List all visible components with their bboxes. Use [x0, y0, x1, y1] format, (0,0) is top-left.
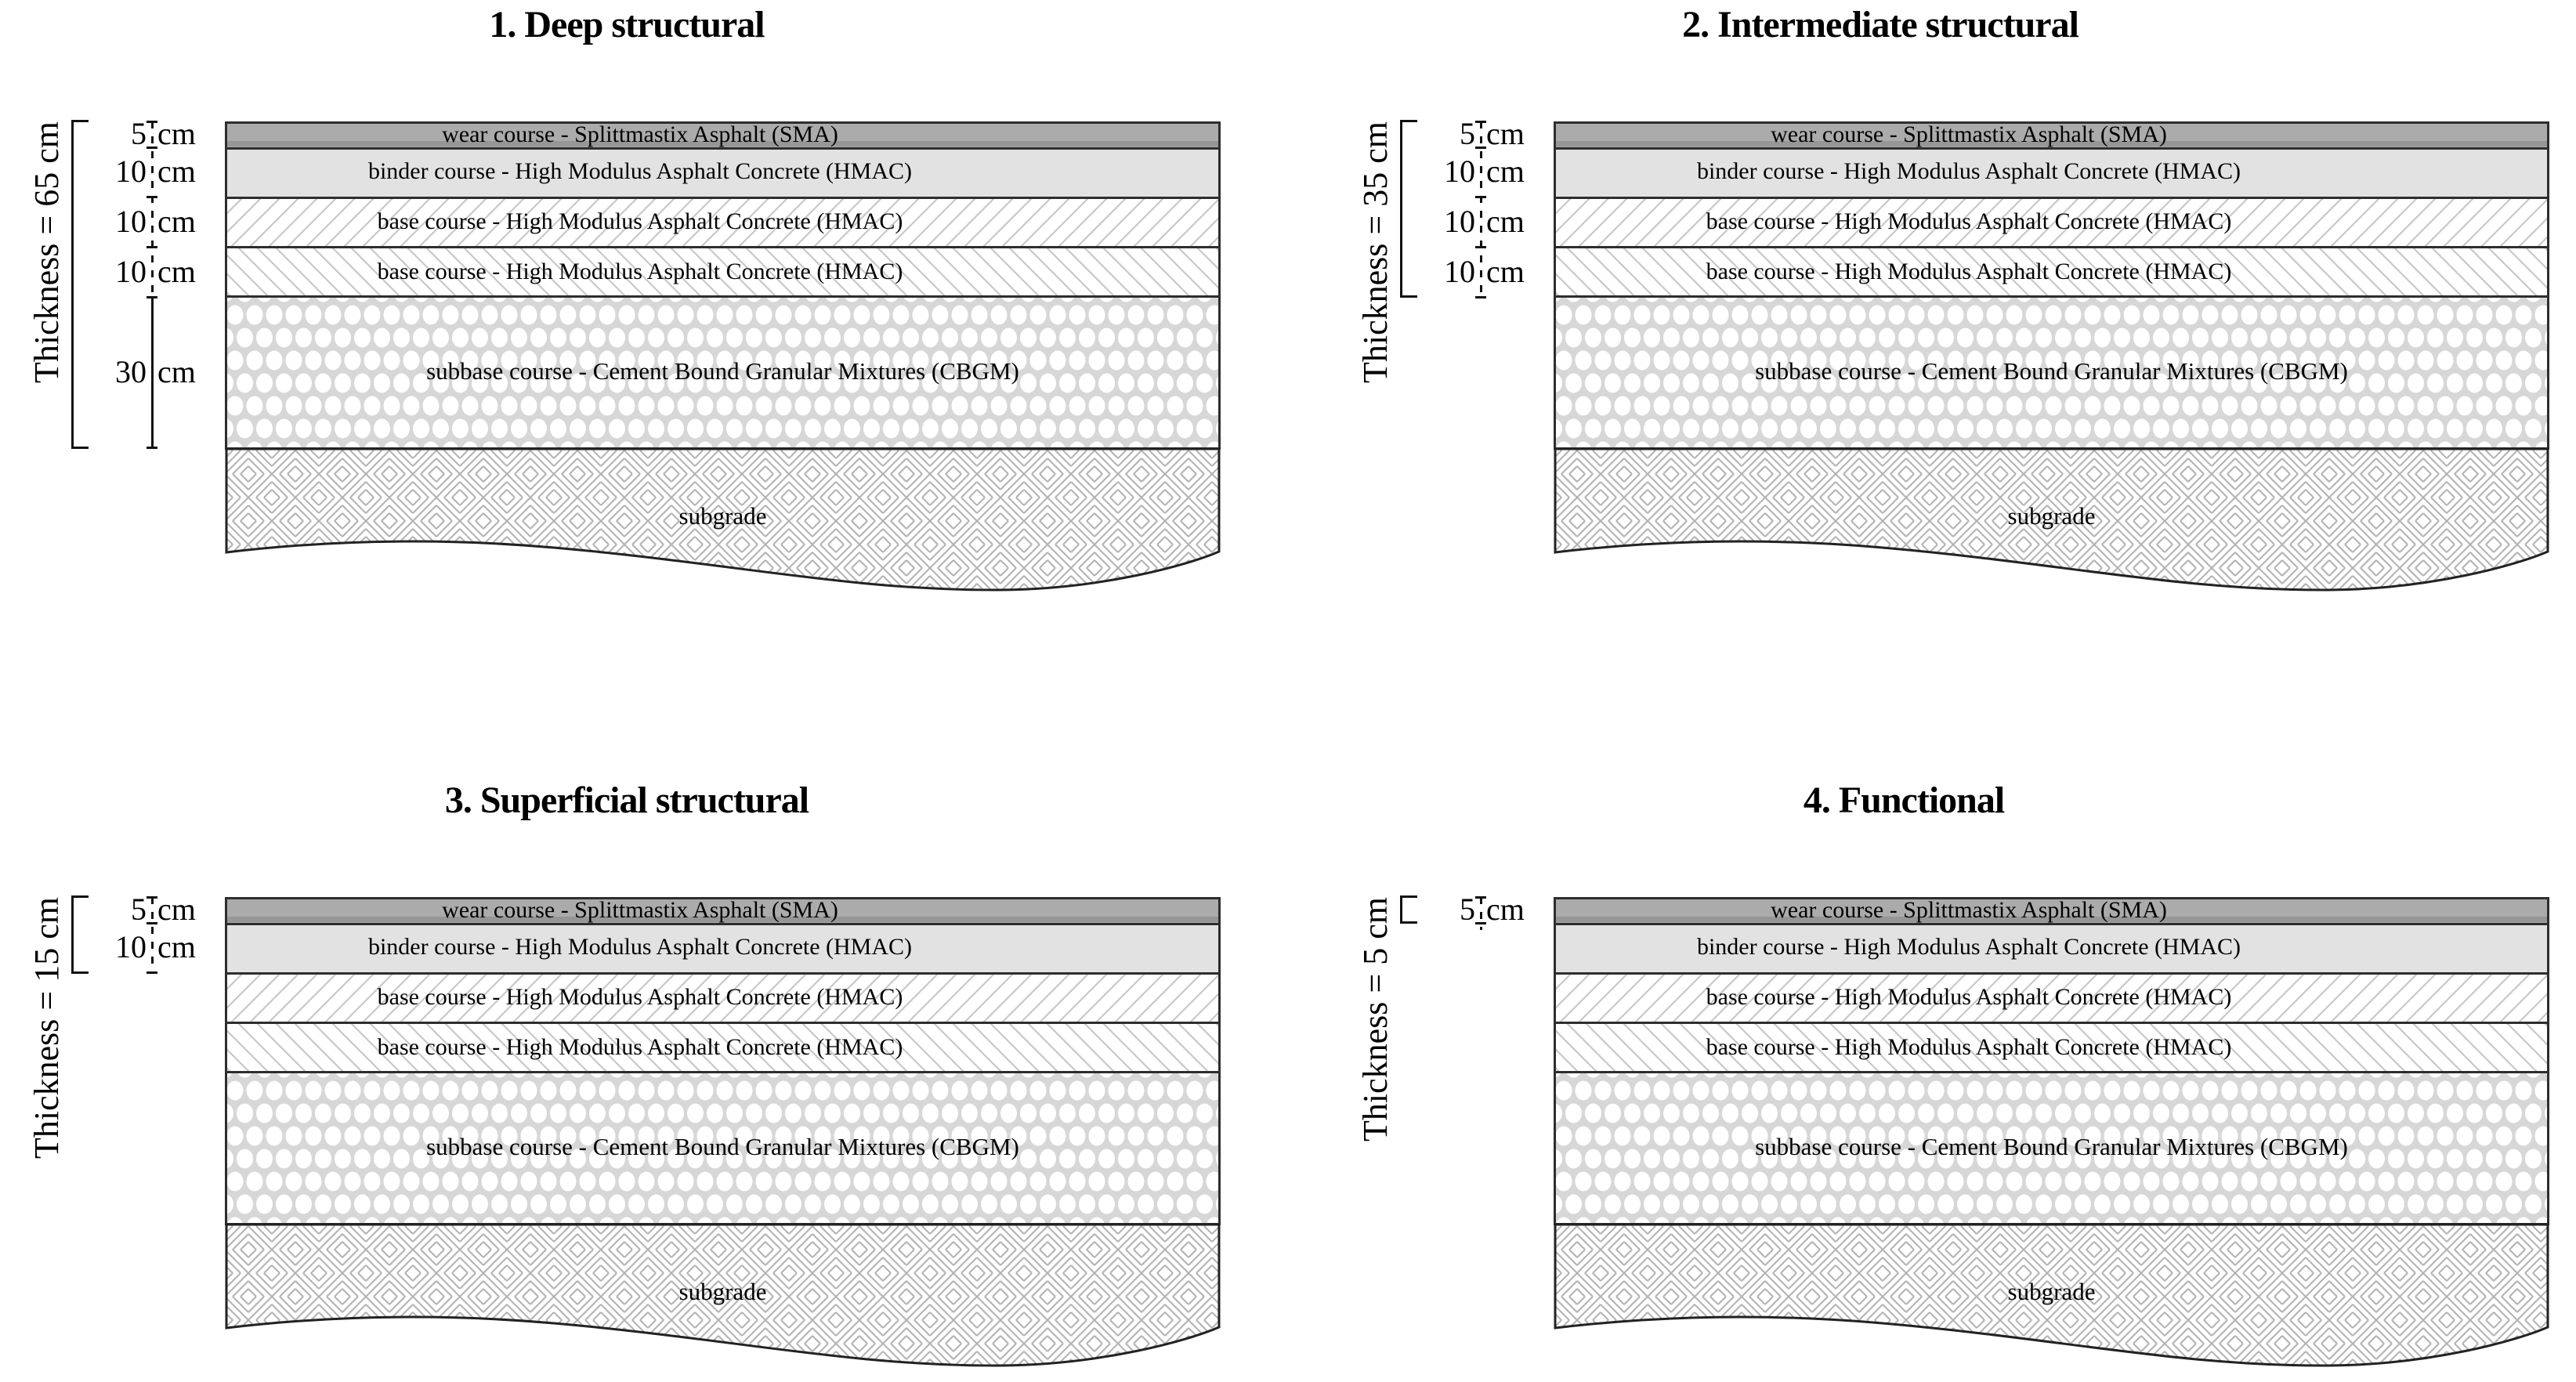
dim-tick: [147, 246, 157, 248]
dimension-line-dashed: [151, 121, 154, 297]
subbase-course-layer-label: subbase course - Cement Bound Granular M…: [426, 1133, 1019, 1160]
binder-course-layer-label: binder course - High Modulus Asphalt Con…: [1696, 158, 2241, 184]
bracket-tick-top: [71, 120, 89, 122]
dim-label-5cm-value: 5: [131, 116, 147, 151]
bracket-tick-bottom: [1400, 295, 1417, 298]
dim-tick: [147, 296, 157, 298]
dim-label-10cm-unit: cm: [157, 929, 196, 964]
subgrade-wave: [1554, 447, 2549, 592]
subgrade-layer-label: subgrade: [2007, 1278, 2096, 1305]
dim-tick: [147, 922, 157, 924]
base-course-1-layer-label: base course - High Modulus Asphalt Concr…: [377, 208, 903, 234]
wear-course-layer-label: wear course - Splittmastix Asphalt (SMA): [442, 121, 838, 147]
dim-label-10cm-value: 10: [115, 204, 147, 239]
dim-label-5cm-unit: cm: [1486, 116, 1525, 151]
dim-tick: [1475, 121, 1486, 123]
dim-label-10cm-unit: cm: [1486, 204, 1525, 239]
base-course-2-layer-label: base course - High Modulus Asphalt Concr…: [1706, 259, 2232, 284]
dim-label-30cm-unit: cm: [157, 354, 196, 389]
thickness-bracket: [1400, 897, 1402, 923]
binder-course-layer-label: binder course - High Modulus Asphalt Con…: [367, 934, 913, 960]
subgrade-wave: [225, 1223, 1221, 1367]
subbase-course-layer-label: subbase course - Cement Bound Granular M…: [1755, 357, 2348, 385]
wear-course-layer-label: wear course - Splittmastix Asphalt (SMA): [1771, 121, 2167, 147]
thickness-bracket: [71, 897, 74, 973]
dim-tick: [147, 196, 157, 198]
dim-label-10cm-value: 10: [115, 154, 147, 189]
bracket-tick-bottom: [71, 971, 89, 974]
dim-label-10cm-unit: cm: [157, 154, 196, 189]
binder-course-layer-label: binder course - High Modulus Asphalt Con…: [1696, 934, 2241, 960]
dim-label-10cm-value: 10: [1444, 254, 1475, 289]
dim-label-5cm-value: 5: [1460, 892, 1475, 927]
dimension-line-dashed: [1480, 897, 1482, 930]
dim-label-30cm-value: 30: [115, 354, 147, 389]
dim-label-10cm-value: 10: [115, 929, 147, 964]
dim-label-5cm-value: 5: [131, 892, 147, 927]
bracket-tick-top: [1400, 895, 1417, 898]
dim-tick: [147, 971, 157, 974]
binder-course-layer-label: binder course - High Modulus Asphalt Con…: [367, 158, 913, 184]
subgrade-layer-label: subgrade: [678, 502, 767, 530]
bracket-tick-bottom: [71, 447, 89, 449]
subgrade-wave: [225, 447, 1221, 592]
dim-label-10cm-value: 10: [1444, 154, 1475, 189]
subgrade-layer-label: subgrade: [2007, 502, 2096, 530]
diagram-title: 4. Functional: [1803, 780, 2005, 821]
base-course-2-layer-label: base course - High Modulus Asphalt Concr…: [1706, 1034, 2232, 1060]
layer-box: wear course - Splittmastix Asphalt (SMA)…: [1554, 121, 2549, 603]
dimension-line-dashed: [1480, 121, 1482, 297]
rotated-thickness-label: Thickness = 5 cm: [1356, 897, 1395, 1141]
dim-label-10cm-unit: cm: [1486, 154, 1525, 189]
pavement-cross-section: [1554, 121, 2549, 592]
thickness-bracket: [71, 121, 74, 448]
dim-label-10cm-value: 10: [115, 254, 147, 289]
base-course-1-layer-label: base course - High Modulus Asphalt Concr…: [1706, 984, 2232, 1010]
base-course-1-layer-label: base course - High Modulus Asphalt Concr…: [377, 984, 903, 1010]
dim-label-5cm-unit: cm: [157, 892, 196, 927]
dim-label-5cm-unit: cm: [1486, 892, 1525, 927]
dimension-line-solid: [151, 297, 154, 448]
dim-tick: [1475, 246, 1486, 248]
dim-label-5cm-unit: cm: [157, 116, 196, 151]
diagram-title: 1. Deep structural: [489, 4, 765, 45]
bracket-tick-top: [1400, 120, 1417, 122]
dimension-line-dashed: [151, 897, 154, 973]
subgrade-layer-label: subgrade: [678, 1278, 767, 1305]
dim-tick: [1475, 922, 1486, 924]
subbase-course-layer-label: subbase course - Cement Bound Granular M…: [426, 357, 1019, 385]
layer-box: wear course - Splittmastix Asphalt (SMA)…: [225, 897, 1221, 1379]
dim-label-10cm-unit: cm: [157, 254, 196, 289]
dim-label-10cm-unit: cm: [1486, 254, 1525, 289]
dim-tick: [147, 447, 157, 449]
dim-tick: [1475, 147, 1486, 149]
dim-tick: [147, 147, 157, 149]
wear-course-layer-label: wear course - Splittmastix Asphalt (SMA): [442, 897, 838, 923]
wear-course-layer-label: wear course - Splittmastix Asphalt (SMA): [1771, 897, 2167, 923]
dim-label-10cm-value: 10: [1444, 204, 1475, 239]
dim-tick: [1475, 896, 1486, 899]
base-course-2-layer-label: base course - High Modulus Asphalt Concr…: [377, 1034, 903, 1060]
bracket-tick-bottom: [1400, 921, 1417, 924]
diagram-title: 2. Intermediate structural: [1682, 4, 2079, 45]
pavement-cross-section: [225, 897, 1221, 1367]
base-course-2-layer-label: base course - High Modulus Asphalt Concr…: [377, 259, 903, 284]
pavement-cross-section: [1554, 897, 2549, 1367]
dim-label-5cm-value: 5: [1460, 116, 1475, 151]
dim-tick: [147, 121, 157, 123]
dim-tick: [1475, 196, 1486, 198]
pavement-cross-section: [225, 121, 1221, 592]
diagram-title: 3. Superficial structural: [444, 780, 809, 821]
subbase-course-layer-label: subbase course - Cement Bound Granular M…: [1755, 1133, 2348, 1160]
base-course-1-layer-label: base course - High Modulus Asphalt Concr…: [1706, 208, 2232, 234]
dim-label-10cm-unit: cm: [157, 204, 196, 239]
layer-box: wear course - Splittmastix Asphalt (SMA)…: [1554, 897, 2549, 1379]
bracket-tick-top: [71, 895, 89, 898]
dim-tick: [1475, 296, 1486, 298]
thickness-bracket: [1400, 121, 1402, 297]
dim-tick: [147, 896, 157, 899]
subgrade-wave: [1554, 1223, 2549, 1367]
layer-box: wear course - Splittmastix Asphalt (SMA)…: [225, 121, 1221, 603]
